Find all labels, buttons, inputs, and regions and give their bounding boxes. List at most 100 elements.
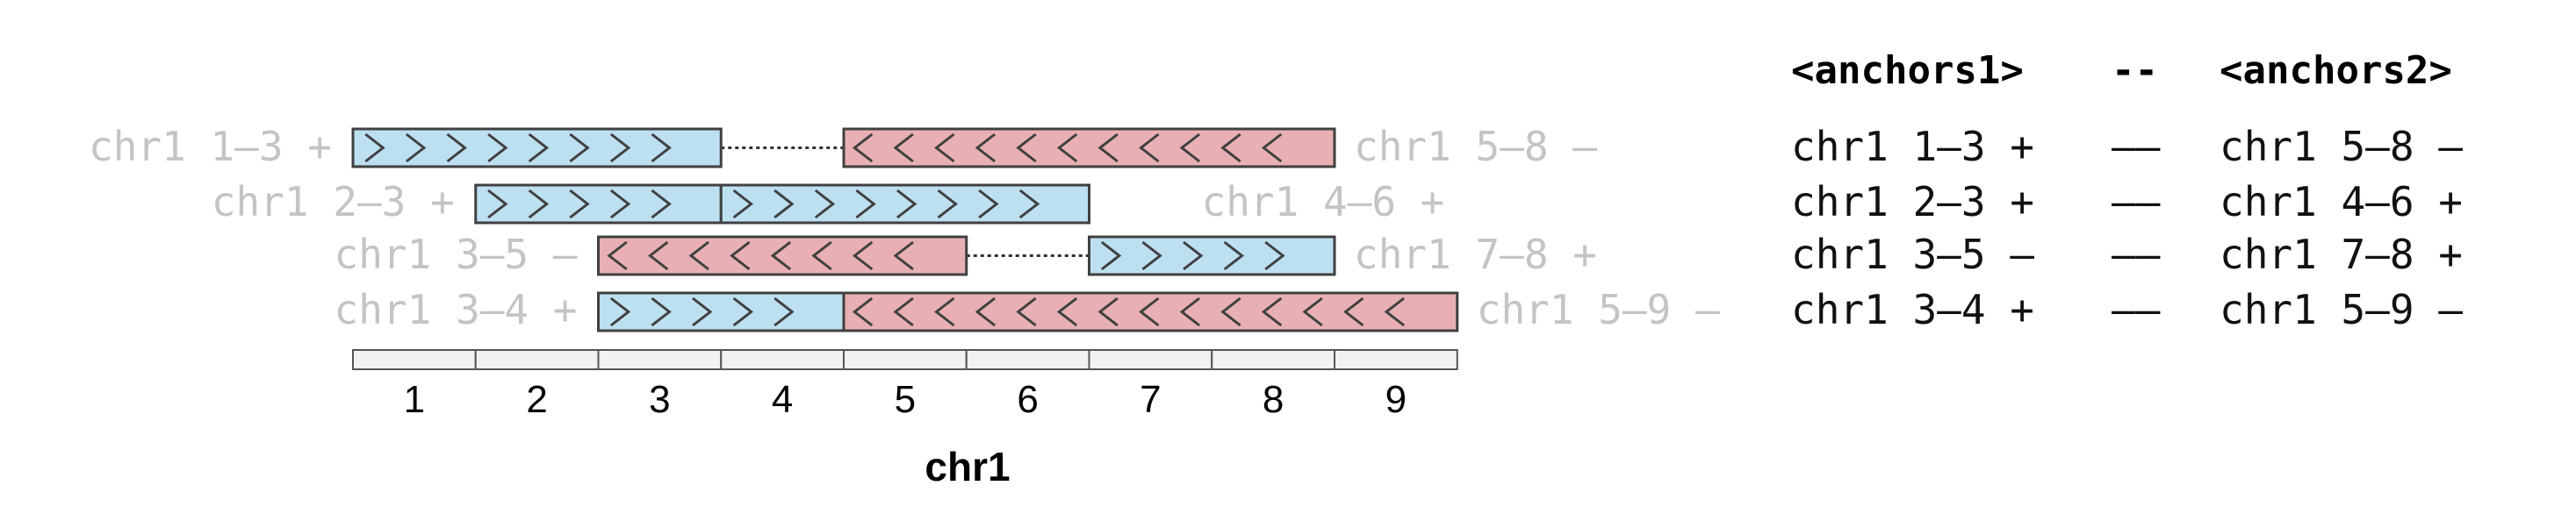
chevron-left-icon (770, 240, 792, 271)
table-cell-anchors2: chr1 5–9 – (2220, 286, 2463, 333)
anchor-tracks: chr1 1–3 +chr1 5–8 – chr1 2–3 +chr1 4–6 +… (89, 123, 1720, 333)
chevron-right-icon (1183, 240, 1204, 271)
header-anchors1: <anchors1> (1791, 48, 2024, 93)
position-tick-label: 8 (1263, 378, 1284, 421)
ruler-cell (597, 349, 723, 370)
table-cell-anchors1: chr1 3–4 + (1791, 286, 2034, 333)
chevron-right-icon (692, 296, 713, 327)
chevron-right-icon (1223, 240, 1245, 271)
ruler-cell (843, 349, 968, 370)
position-tick-label: 1 (404, 378, 425, 421)
position-tick-label: 5 (895, 378, 916, 421)
anchor1-label-3: chr1 3–5 – (335, 231, 578, 278)
position-tick-label: 6 (1017, 378, 1038, 421)
chevron-right-icon (405, 132, 427, 163)
chevron-left-icon (893, 240, 914, 271)
chevron-right-icon (732, 189, 753, 219)
chevron-right-icon (978, 189, 999, 219)
track-row-2: chr1 2–3 +chr1 4–6 + (212, 178, 1445, 225)
chevron-right-icon (732, 296, 754, 327)
anchor1-segment-1-box (351, 127, 723, 168)
chevron-right-icon (609, 132, 631, 163)
track-row-1: chr1 1–3 +chr1 5–8 – (89, 123, 1597, 170)
chevron-right-icon (774, 296, 795, 327)
anchor1-segment-1 (351, 127, 723, 168)
anchor2-segment-1 (842, 127, 1336, 168)
anchor2-label-4: chr1 5–9 – (1477, 286, 1720, 333)
header-anchors2: <anchors2> (2220, 48, 2452, 93)
position-tick-label: 4 (772, 378, 793, 421)
track-row-3: chr1 3–5 – chr1 7–8 + (335, 231, 1597, 278)
table-cell-anchors1: chr1 2–3 + (1791, 178, 2034, 225)
chevron-right-icon (651, 132, 672, 163)
chevron-right-icon (651, 296, 672, 327)
chevron-left-icon (1097, 296, 1119, 327)
anchor-table: <anchors1> -- <anchors2> chr1 1–3 +––chr… (1791, 48, 2463, 333)
chevron-left-icon (1179, 296, 1201, 327)
chevron-left-icon (1220, 132, 1241, 163)
ruler-cell (720, 349, 845, 370)
chevron-right-icon (1100, 240, 1122, 271)
chevron-left-icon (1302, 296, 1323, 327)
chevron-left-icon (934, 132, 955, 163)
chevron-left-icon (647, 240, 669, 271)
table-cell-anchors2: chr1 5–8 – (2220, 123, 2463, 170)
chevron-right-icon (487, 189, 508, 219)
chevron-left-icon (893, 132, 914, 163)
table-cell-anchors1: chr1 3–5 – (1791, 231, 2034, 278)
chevron-left-icon (811, 240, 832, 271)
position-tick-label: 3 (649, 378, 670, 421)
chevron-left-icon (1139, 132, 1160, 163)
chevron-left-icon (1261, 132, 1283, 163)
position-tick-label: 2 (526, 378, 547, 421)
anchor2-label-3: chr1 7–8 + (1354, 231, 1597, 278)
ruler-cell (474, 349, 600, 370)
chevron-right-icon (569, 132, 590, 163)
chevron-right-icon (1141, 240, 1162, 271)
chevron-left-icon (1016, 132, 1037, 163)
chevron-right-icon (1264, 240, 1285, 271)
chromosome-ruler: 1 2 3 4 5 6 7 8 9 (352, 349, 1458, 421)
chevron-right-icon (528, 132, 550, 163)
table-cell-separator: –– (2112, 178, 2161, 225)
anchor1-segment-4-box (597, 291, 845, 332)
anchor2-segment-3 (1088, 235, 1336, 276)
table-cell-anchors1: chr1 1–3 + (1791, 123, 2034, 170)
anchor2-segment-3-box (1088, 235, 1336, 276)
anchor1-segment-3 (597, 235, 968, 276)
chevron-left-icon (852, 132, 874, 163)
chevron-left-icon (1097, 132, 1119, 163)
position-tick-label: 9 (1385, 378, 1407, 421)
chevron-right-icon (609, 296, 631, 327)
axis-title: chr1 (925, 444, 1010, 489)
chevron-right-icon (896, 189, 917, 219)
anchor1-segment-4 (597, 291, 845, 332)
chevron-left-icon (1056, 296, 1078, 327)
chevron-left-icon (1343, 296, 1364, 327)
chevron-right-icon (487, 132, 508, 163)
chevron-left-icon (1384, 296, 1406, 327)
chevron-left-icon (934, 296, 955, 327)
anchor2-label-2: chr1 4–6 + (1202, 178, 1445, 225)
anchor1-segment-2 (474, 183, 723, 225)
table-cell-separator: –– (2112, 231, 2161, 278)
chevron-left-icon (852, 240, 874, 271)
chevron-right-icon (1018, 189, 1040, 219)
ruler-cell (1211, 349, 1335, 370)
table-cell-anchors2: chr1 4–6 + (2220, 178, 2463, 225)
position-tick-label: 7 (1140, 378, 1161, 421)
chevron-right-icon (814, 189, 836, 219)
anchor1-segment-2-box (474, 183, 723, 225)
chevron-right-icon (569, 189, 590, 219)
table-row: chr1 1–3 +––chr1 5–8 – (1791, 123, 2463, 170)
ruler-cell (965, 349, 1090, 370)
anchor1-segment-3-box (597, 235, 968, 276)
ruler-cell (1334, 349, 1458, 370)
anchor2-segment-4-box (842, 291, 1459, 332)
chevron-left-icon (607, 240, 628, 271)
chevron-right-icon (528, 189, 550, 219)
ruler-cell (352, 349, 477, 370)
chevron-left-icon (1179, 132, 1201, 163)
table-cell-anchors2: chr1 7–8 + (2220, 231, 2463, 278)
